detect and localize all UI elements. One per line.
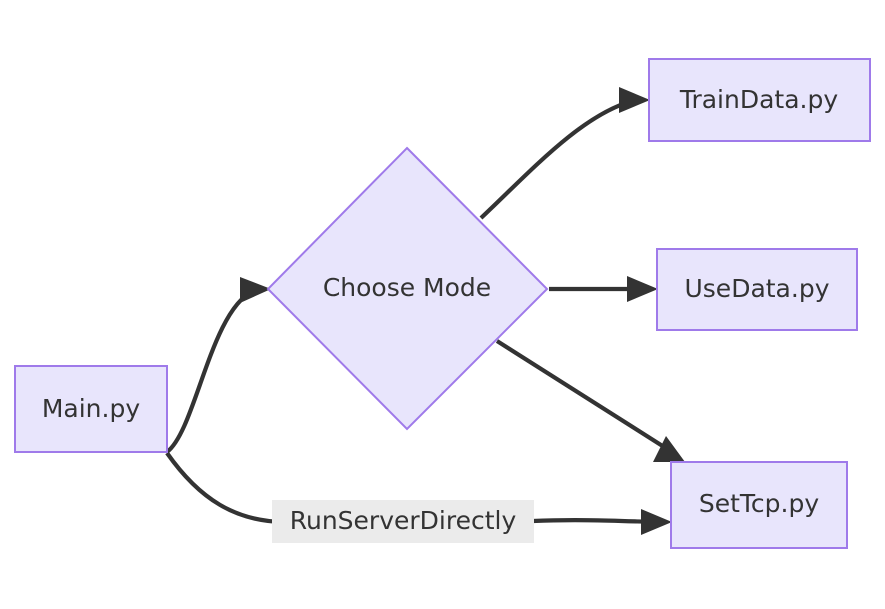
arrowhead-choose-settcp xyxy=(653,436,685,462)
edge-label-runserverdirectly: RunServerDirectly xyxy=(272,500,534,543)
arrowhead-main-choose xyxy=(240,277,271,303)
node-choose-mode-diamond[interactable] xyxy=(266,146,549,431)
node-main-rect[interactable] xyxy=(14,365,168,453)
arrowhead-main-settcp xyxy=(641,509,672,535)
edge-main-to-settcp xyxy=(165,451,672,535)
node-main-label: Main.py xyxy=(42,394,140,423)
node-usedata-label: UseData.py xyxy=(684,274,829,303)
node-choose-mode[interactable]: Choose Mode xyxy=(266,146,549,431)
edge-path-choose-train xyxy=(479,98,633,220)
arrowhead-choose-use xyxy=(627,276,658,302)
edge-choose-to-train xyxy=(479,87,650,220)
node-settcp-rect[interactable] xyxy=(670,461,848,549)
edge-label-background xyxy=(272,500,534,543)
node-usedata[interactable]: UseData.py xyxy=(656,248,858,331)
arrowhead-choose-train xyxy=(619,87,650,113)
node-settcp-label: SetTcp.py xyxy=(699,489,820,518)
node-traindata-rect[interactable] xyxy=(648,58,871,142)
edge-path-main-settcp-right xyxy=(532,518,656,525)
node-main[interactable]: Main.py xyxy=(14,365,168,453)
node-usedata-rect[interactable] xyxy=(656,248,858,331)
edge-choose-to-settcp xyxy=(495,339,685,462)
edge-path-choose-settcp xyxy=(495,339,674,454)
edge-path-main-settcp-left xyxy=(165,451,284,525)
edge-choose-to-use xyxy=(549,276,658,302)
node-traindata-label: TrainData.py xyxy=(679,85,838,114)
edge-path-main-choose xyxy=(165,289,255,454)
edge-main-to-choose xyxy=(165,277,271,454)
node-settcp[interactable]: SetTcp.py xyxy=(670,461,848,549)
node-choose-mode-label: Choose Mode xyxy=(323,273,491,302)
edge-label-text: RunServerDirectly xyxy=(290,506,517,535)
node-traindata[interactable]: TrainData.py xyxy=(648,58,871,142)
